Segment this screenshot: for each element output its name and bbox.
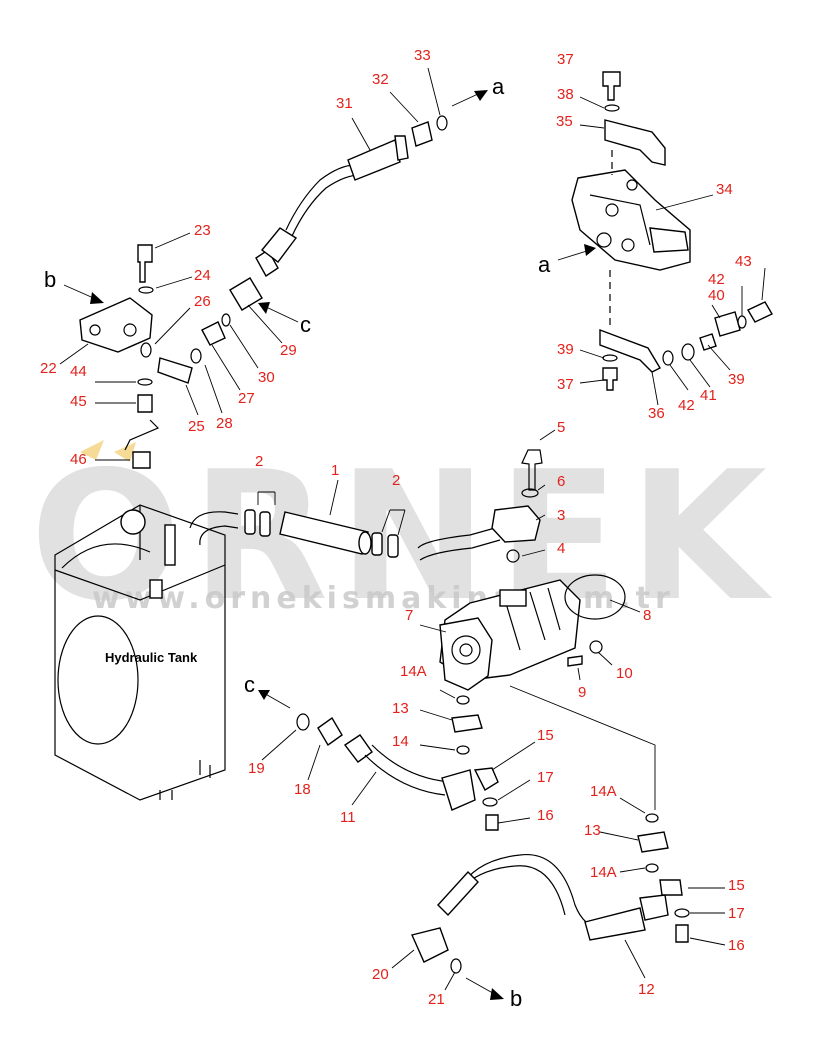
- callout-label: 36: [648, 405, 665, 422]
- callout-label: 29: [280, 342, 297, 359]
- callout-label: 32: [372, 71, 389, 88]
- letter-label: b: [44, 267, 56, 292]
- suction-line: [189, 505, 541, 563]
- callout-label: 15: [537, 727, 554, 744]
- callout-label: 2: [255, 453, 263, 470]
- letter-label: a: [538, 252, 551, 277]
- callout-label: 13: [392, 700, 409, 717]
- hydraulic-tank: Hydraulic Tank: [54, 504, 226, 801]
- callout-label: 17: [728, 905, 745, 922]
- callout-label: 38: [557, 86, 574, 103]
- callout-label: 9: [578, 684, 586, 701]
- callout-label: 1: [331, 462, 339, 479]
- callout-label: 43: [735, 253, 752, 270]
- connection-arrows: [63, 90, 596, 1000]
- callout-label: 13: [584, 822, 601, 839]
- callout-label: 19: [248, 760, 265, 777]
- callout-label: 39: [557, 341, 574, 358]
- callout-label: 37: [557, 51, 574, 68]
- control-valve-group: [571, 71, 773, 391]
- callout-label: 41: [700, 387, 717, 404]
- callout-label: 30: [258, 369, 275, 386]
- callout-label: 34: [716, 181, 733, 198]
- callout-label: 3: [557, 507, 565, 524]
- callout-label: 31: [336, 95, 353, 112]
- callout-label: 46: [70, 451, 87, 468]
- callout-label: 33: [414, 47, 431, 64]
- callout-label: 2: [392, 472, 400, 489]
- callout-label: 18: [294, 781, 311, 798]
- watermark-url: www.ornekismakina.com.tr: [92, 581, 675, 616]
- callout-label: 14A: [590, 864, 617, 881]
- callout-label: 42: [678, 397, 695, 414]
- flow-divider-group: [79, 115, 448, 469]
- callout-label: 44: [70, 363, 87, 380]
- callout-label: 14A: [400, 663, 427, 680]
- callout-label: 37: [557, 376, 574, 393]
- callout-label: 7: [405, 607, 413, 624]
- return-hose-12: [411, 813, 690, 974]
- callout-label: 5: [557, 419, 565, 436]
- callout-label: 23: [194, 222, 211, 239]
- hydraulic-pump: [439, 449, 626, 691]
- callout-label: 6: [557, 473, 565, 490]
- letter-label: b: [510, 986, 522, 1011]
- callout-label: 16: [728, 937, 745, 954]
- callout-label: 4: [557, 540, 565, 557]
- callout-label: 8: [643, 607, 651, 624]
- callout-label: 12: [638, 981, 655, 998]
- callout-label: 35: [556, 113, 573, 130]
- callout-label: 21: [428, 991, 445, 1008]
- letter-label: c: [300, 312, 311, 337]
- callout-label: 14: [392, 733, 409, 750]
- callout-label: 45: [70, 393, 87, 410]
- callout-label: 16: [537, 807, 554, 824]
- letter-label: c: [244, 672, 255, 697]
- callout-label: 39: [728, 371, 745, 388]
- callout-label: 22: [40, 360, 57, 377]
- callout-label: 40: [708, 287, 725, 304]
- pressure-hose-11: [296, 695, 499, 831]
- callout-label: 15: [728, 877, 745, 894]
- connection-letters: a a b b c c: [44, 74, 551, 1011]
- callout-label: 26: [194, 293, 211, 310]
- callout-label: 27: [238, 390, 255, 407]
- callout-label: 42: [708, 271, 725, 288]
- leader-lines: [59, 67, 766, 991]
- tank-label: Hydraulic Tank: [105, 650, 198, 665]
- callout-label: 14A: [590, 783, 617, 800]
- callout-label: 28: [216, 415, 233, 432]
- letter-label: a: [492, 74, 505, 99]
- part-callouts: 1 2 2 3 4 5 6 7 8 9 10 11 12 13 13 14 14…: [40, 47, 752, 1008]
- callout-label: 10: [616, 665, 633, 682]
- callout-label: 24: [194, 267, 211, 284]
- callout-label: 20: [372, 966, 389, 983]
- callout-label: 25: [188, 418, 205, 435]
- callout-label: 11: [340, 809, 356, 826]
- callout-label: 17: [537, 769, 554, 786]
